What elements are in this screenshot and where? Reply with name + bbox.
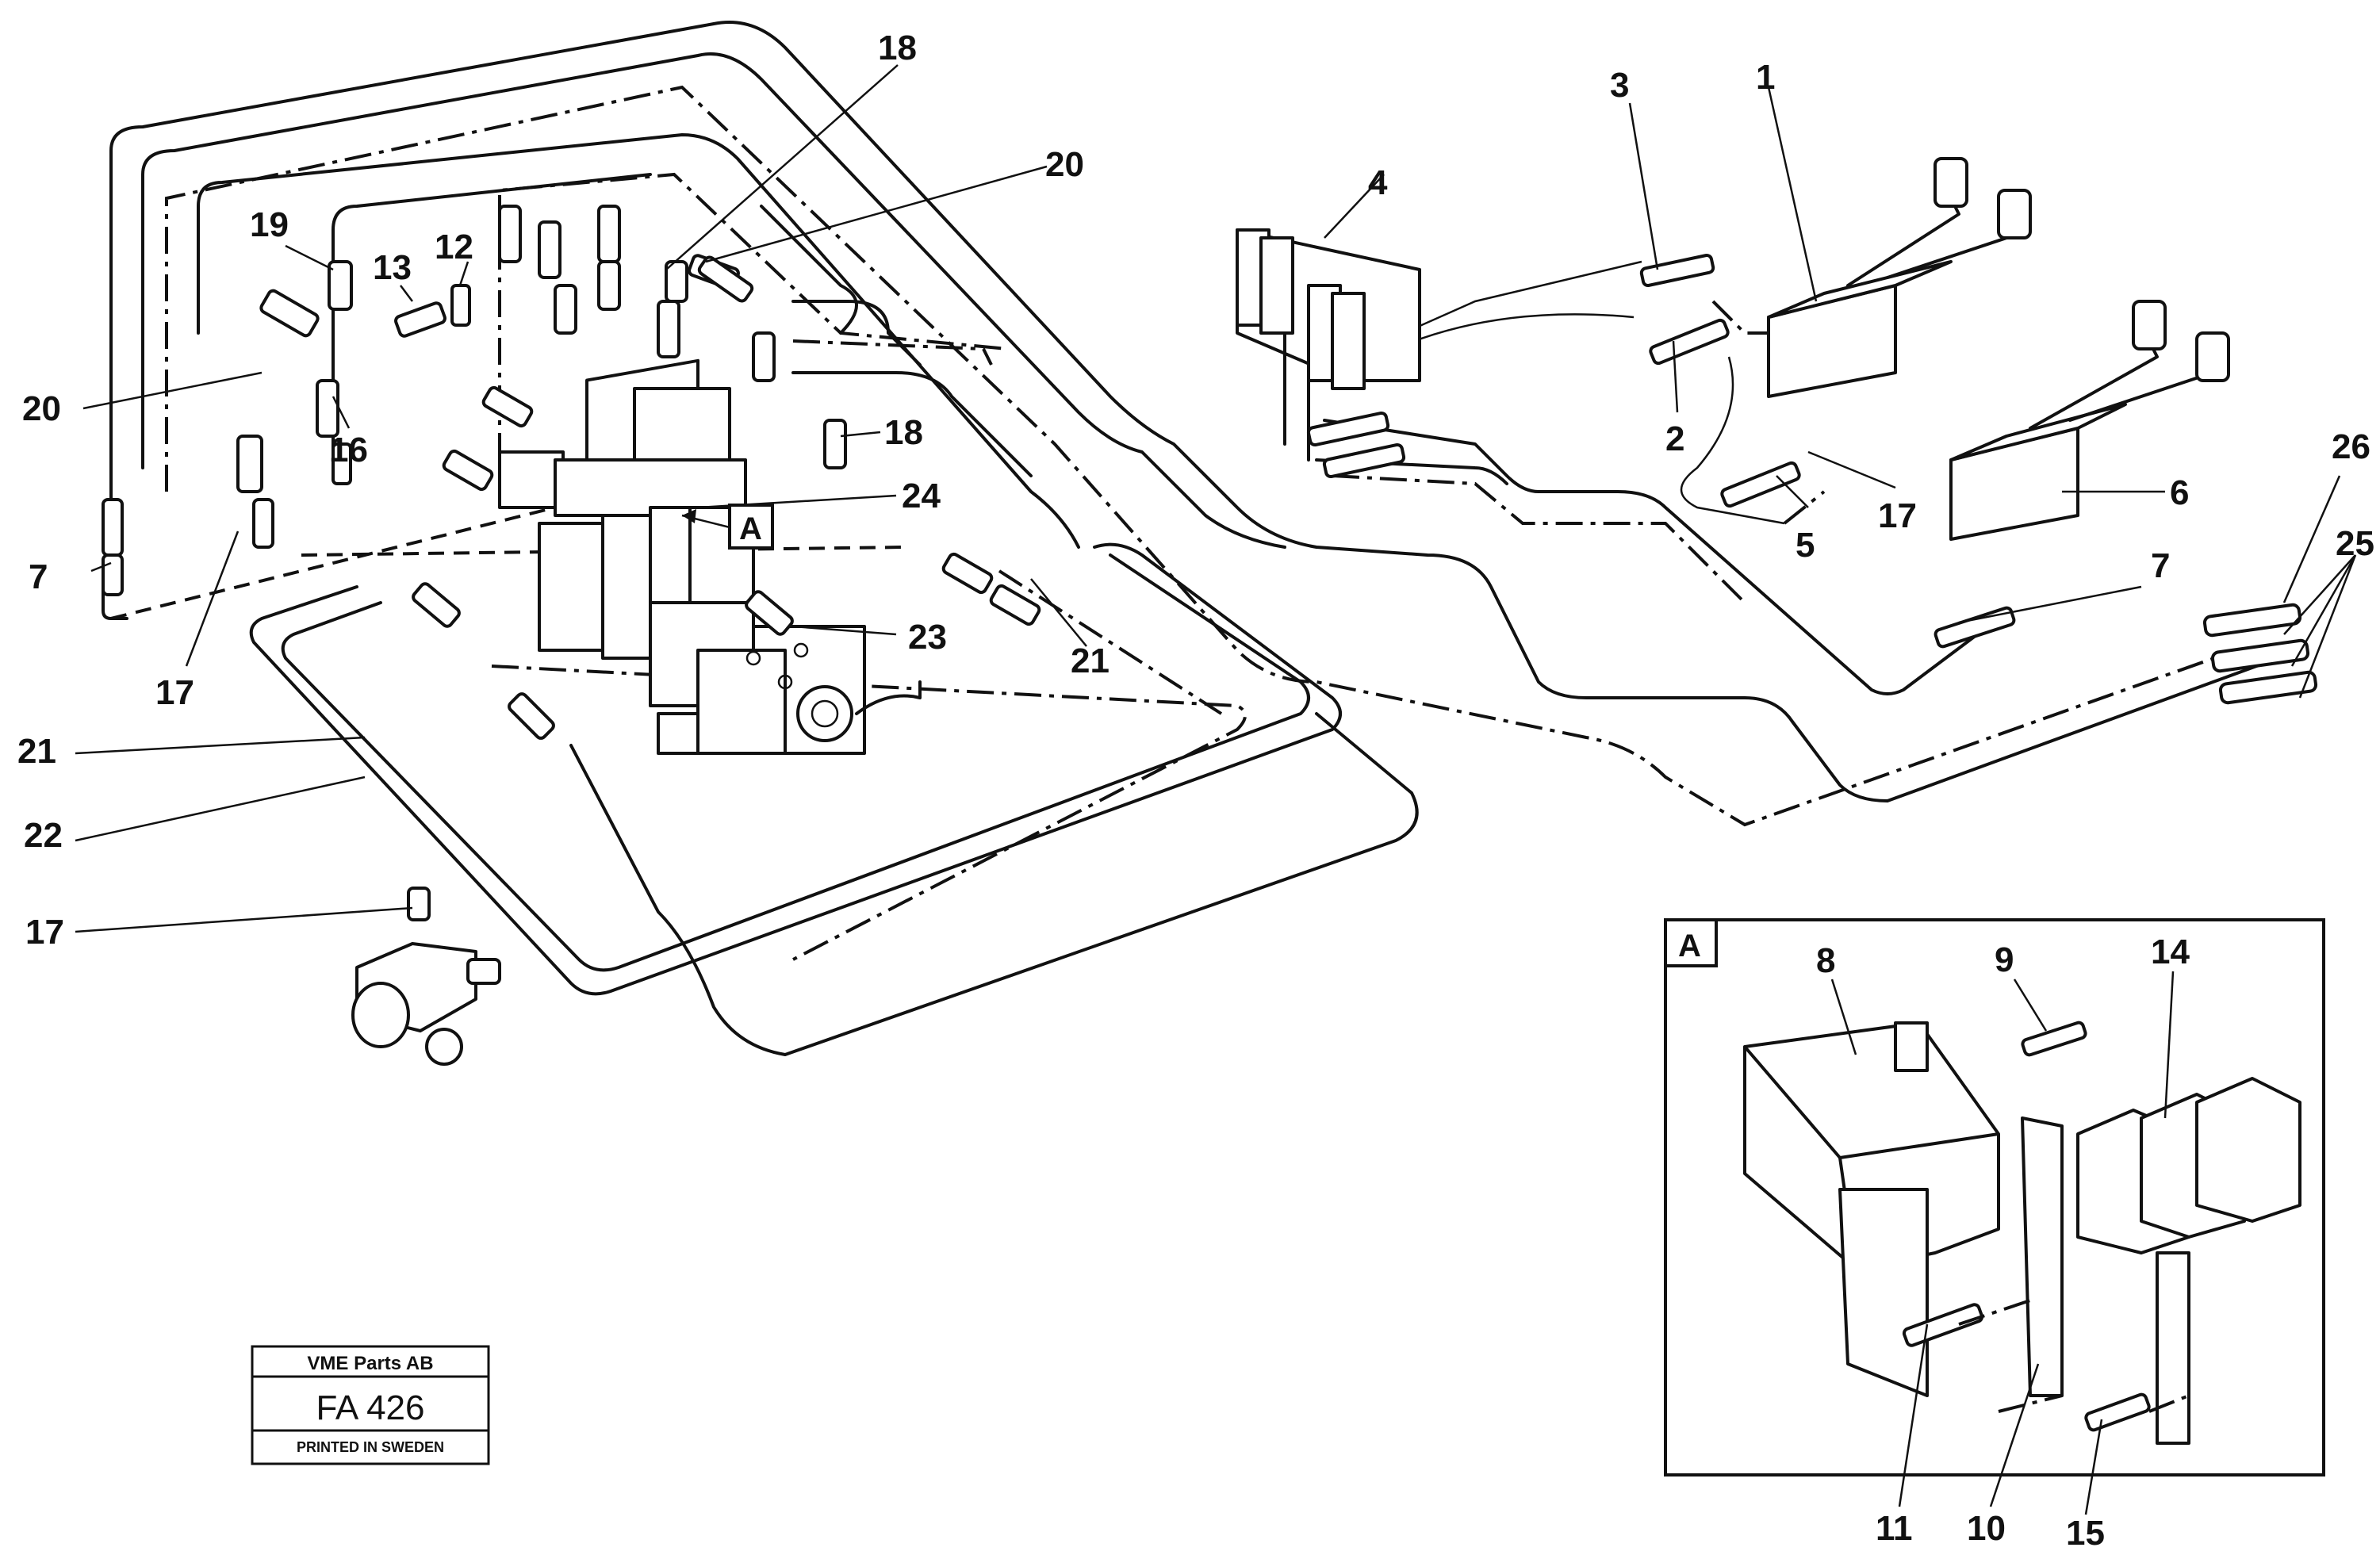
callout-3: 3 xyxy=(1610,66,1629,105)
callout-5: 5 xyxy=(1796,526,1815,565)
callout-20a: 20 xyxy=(1045,145,1084,184)
hose-pieces-right xyxy=(1306,254,2318,705)
callout-9: 9 xyxy=(1995,940,2014,979)
fittings-upper xyxy=(102,205,1041,740)
callout-22: 22 xyxy=(24,816,63,855)
callout-21a: 21 xyxy=(1071,642,1110,680)
detail-a-label: A xyxy=(1678,929,1701,963)
callout-19: 19 xyxy=(250,205,289,244)
title-company: VME Parts AB xyxy=(307,1353,433,1374)
callout-labels: 1 2 3 4 5 6 7 7 8 9 10 11 12 13 14 15 16… xyxy=(17,29,2374,1553)
loose-tee-fitting xyxy=(351,887,501,1066)
callout-16: 16 xyxy=(329,431,368,469)
callout-13: 13 xyxy=(373,248,412,287)
pedal-valve-1 xyxy=(1767,157,2032,398)
callout-7a: 7 xyxy=(29,557,48,596)
title-figure: FA 426 xyxy=(316,1388,424,1427)
callout-8: 8 xyxy=(1816,941,1835,980)
valve-block-assembly xyxy=(498,358,922,755)
detail-a-pointer: A xyxy=(728,504,774,550)
callout-10: 10 xyxy=(1967,1509,2006,1548)
callout-12: 12 xyxy=(435,228,473,266)
title-block: VME Parts AB FA 426 PRINTED IN SWEDEN xyxy=(251,1345,490,1465)
callout-7b: 7 xyxy=(2151,546,2170,585)
pedal-valve-6 xyxy=(1949,300,2230,541)
detail-a-box xyxy=(1664,918,2325,1476)
title-printed: PRINTED IN SWEDEN xyxy=(297,1439,444,1455)
callout-6: 6 xyxy=(2170,473,2189,512)
detail-a-pointer-label: A xyxy=(739,511,762,546)
callout-17a: 17 xyxy=(155,673,194,712)
callout-18b: 18 xyxy=(884,413,923,452)
callout-23: 23 xyxy=(908,618,947,657)
callout-20b: 20 xyxy=(22,389,61,428)
callout-15: 15 xyxy=(2066,1514,2105,1551)
callout-1: 1 xyxy=(1756,58,1775,97)
callout-14: 14 xyxy=(2151,933,2190,971)
callout-21b: 21 xyxy=(17,732,56,771)
hose-routings xyxy=(102,21,2301,1056)
callout-17b: 17 xyxy=(1878,496,1917,535)
callout-17c: 17 xyxy=(25,913,64,952)
junction-blocks xyxy=(1236,228,1421,462)
callout-25: 25 xyxy=(2336,524,2374,563)
callout-2: 2 xyxy=(1665,419,1684,458)
callout-11: 11 xyxy=(1876,1509,1913,1548)
callout-4: 4 xyxy=(1368,163,1388,202)
callout-18a: 18 xyxy=(878,29,917,67)
callout-24: 24 xyxy=(902,477,941,515)
leader-lines xyxy=(75,64,2357,1515)
callout-26: 26 xyxy=(2332,427,2370,466)
